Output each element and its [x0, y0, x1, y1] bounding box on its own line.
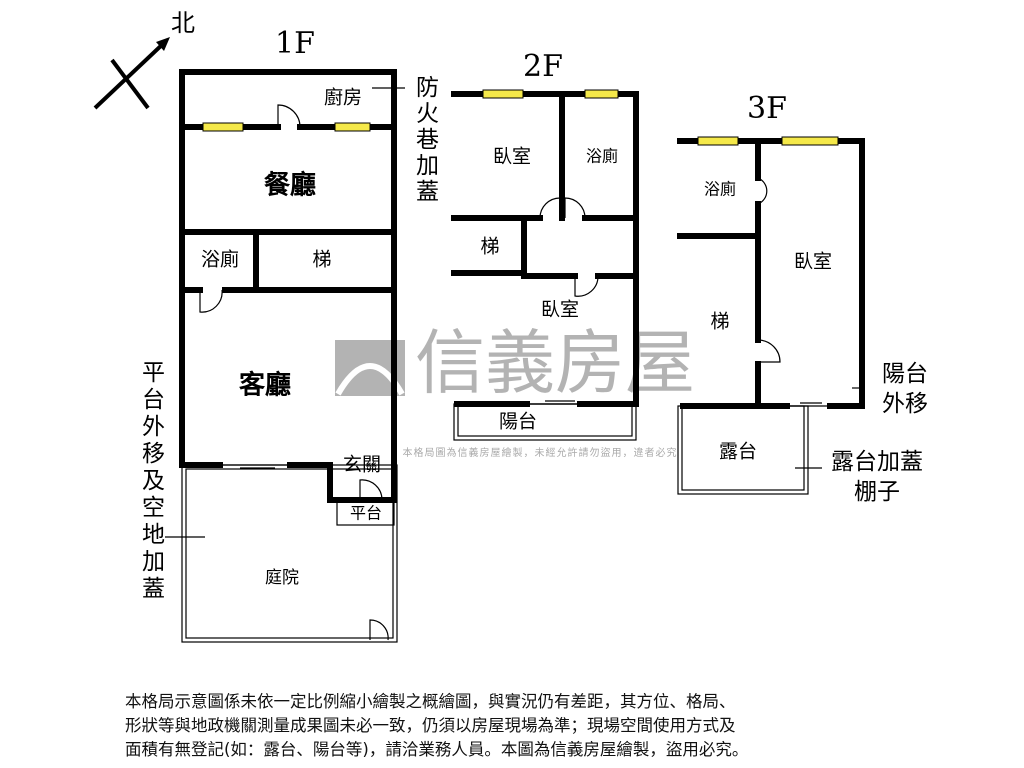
- room-bedroom: 臥室: [794, 251, 832, 273]
- room-kitchen: 廚房: [324, 86, 362, 109]
- note-balcony-extension: 陽台外移: [882, 361, 928, 417]
- room-bathroom: 浴廁: [704, 180, 736, 199]
- disclaimer: 本格局示意圖係未依一定比例縮小繪製之概繪圖，與實況仍有差距，其方位、格局、 形狀…: [125, 690, 925, 762]
- watermark-notice: 本格局圖為信義房屋繪製，未經允許請勿盜用，違者必究: [403, 446, 678, 459]
- window: [781, 136, 839, 146]
- room-bathroom: 浴廁: [201, 248, 239, 271]
- room-bedroom: 臥室: [541, 299, 579, 321]
- north-label: 北: [171, 9, 195, 37]
- room-entrance: 玄關: [343, 454, 381, 476]
- floor-3f: 3F 浴廁 臥室 梯 露台 陽台外移 露台加蓋棚子: [677, 91, 928, 505]
- room-courtyard: 庭院: [265, 568, 299, 588]
- window: [334, 122, 371, 132]
- room-terrace: 露台: [719, 441, 757, 463]
- watermark-brand: 信義房屋: [415, 322, 695, 404]
- disclaimer-line: 本格局示意圖係未依一定比例縮小繪製之概繪圖，與實況仍有差距，其方位、格局、: [125, 692, 736, 711]
- room-dining: 餐廳: [264, 170, 316, 201]
- floor-2f: 2F 臥室 浴廁 梯 臥室 陽台: [451, 49, 639, 441]
- room-stairs: 梯: [312, 249, 331, 271]
- disclaimer-line: 形狀等與地政機關測量成果圖未必一致，仍須以房屋現場為準；現場空間使用方式及: [125, 716, 736, 735]
- note-fire-lane: 防火巷加蓋: [412, 75, 440, 205]
- compass-icon: [93, 37, 170, 110]
- room-living: 客廳: [239, 370, 291, 401]
- note-terrace-roof: 露台加蓋棚子: [831, 449, 923, 505]
- window: [697, 136, 739, 146]
- room-bedroom: 臥室: [493, 146, 531, 168]
- room-balcony: 陽台: [499, 411, 537, 433]
- floor-title: 1F: [275, 26, 315, 61]
- disclaimer-line: 面積有無登記(如：露台、陽台等)，請洽業務人員。本圖為信義房屋繪製，盜用必究。: [125, 740, 749, 759]
- room-bathroom: 浴廁: [586, 147, 618, 166]
- note-platform-extension: 平台外移及空地加蓋: [138, 360, 166, 603]
- watermark: 信義房屋 本格局圖為信義房屋繪製，未經允許請勿盜用，違者必究: [335, 322, 695, 459]
- floor-title: 3F: [747, 91, 787, 126]
- floor-title: 2F: [523, 49, 563, 84]
- room-stairs: 梯: [480, 236, 499, 258]
- floor-1f: 1F 廚房 餐廳 浴廁 梯 客廳 玄關 平台 庭院 防火巷加蓋 平台外移及空地加…: [138, 26, 440, 643]
- window: [584, 89, 619, 99]
- window: [202, 122, 244, 132]
- room-stairs: 梯: [710, 311, 729, 333]
- room-platform: 平台: [350, 504, 382, 523]
- window: [482, 89, 524, 99]
